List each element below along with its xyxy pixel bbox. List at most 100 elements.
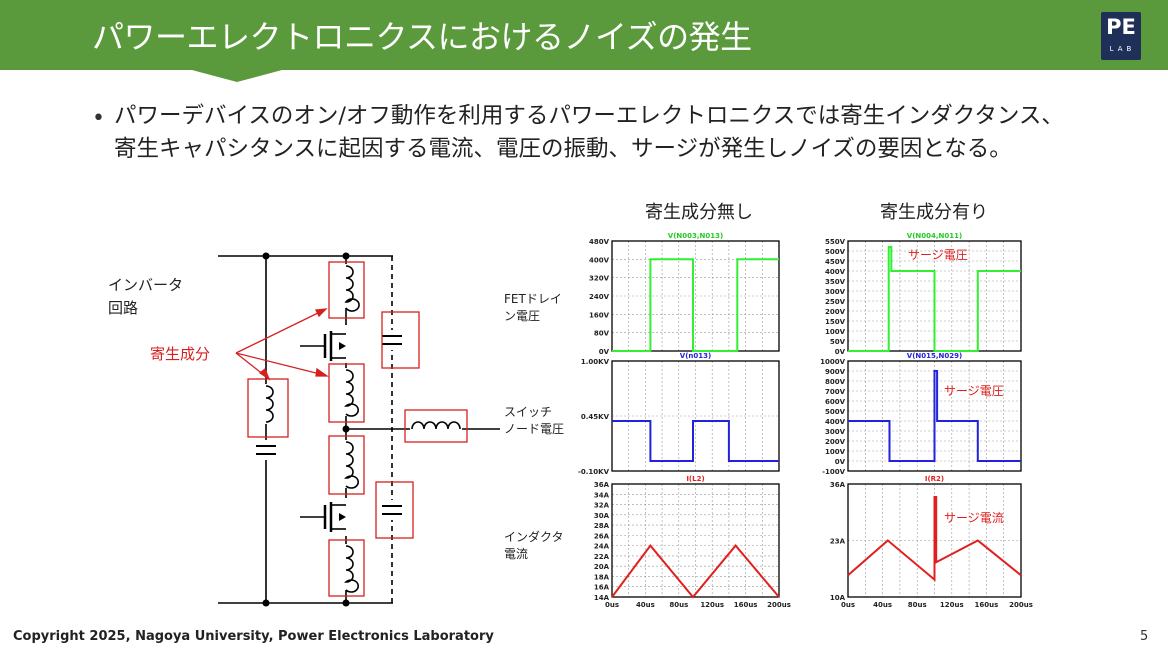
row-label-sw-1: スイッチ [504, 405, 552, 419]
y-tick-label: 100V [825, 328, 846, 336]
y-tick-label: 800V [825, 378, 846, 386]
y-tick-label: 0.45KV [581, 413, 610, 421]
bullet-marker: • [92, 106, 105, 131]
y-tick-label: 24A [594, 543, 610, 551]
y-tick-label: 200V [825, 438, 846, 446]
y-tick-label: 10A [830, 594, 846, 602]
parasitic-label: 寄生成分 [150, 345, 210, 363]
x-tick-label: 40us [873, 601, 892, 609]
y-tick-label: 1000V [820, 358, 845, 366]
y-tick-label: 30A [594, 512, 610, 520]
y-tick-label: -0.10KV [578, 468, 610, 476]
x-tick-label: 200us [1009, 601, 1033, 609]
x-tick-label: 80us [669, 601, 688, 609]
chart-frame [611, 360, 780, 472]
chart-frame [611, 483, 780, 598]
y-tick-label: 700V [825, 388, 846, 396]
pe-lab-logo: PE LAB [1101, 12, 1141, 60]
chart-title: V(N004,N011) [907, 232, 962, 240]
y-tick-label: 26A [594, 532, 610, 540]
y-tick-label: 500V [825, 408, 846, 416]
y-tick-label: 16A [594, 584, 610, 592]
y-tick-label: 28A [594, 522, 610, 530]
logo-main-text: PE [1106, 15, 1136, 39]
y-tick-label: 22A [594, 553, 610, 561]
chart-title: V(n013) [680, 352, 711, 360]
y-tick-label: 14A [594, 594, 610, 602]
x-tick-label: 40us [636, 601, 655, 609]
row-label-fet-1: FETドレイ [504, 292, 562, 306]
y-tick-label: 250V [825, 298, 846, 306]
x-tick-label: 80us [908, 601, 927, 609]
y-tick-label: 600V [825, 398, 846, 406]
y-tick-label: 480V [589, 238, 610, 246]
y-tick-label: 0V [835, 348, 846, 356]
inverter-label-line2: 回路 [108, 299, 138, 317]
series-line [848, 246, 1021, 352]
y-tick-label: 320V [589, 275, 610, 283]
chart-title: V(N003,N013) [668, 232, 723, 240]
series-line [848, 370, 1021, 462]
x-tick-label: 160us [975, 601, 999, 609]
row-label-ind-1: インダクタ [504, 529, 564, 544]
series-line [611, 543, 780, 599]
x-tick-label: 120us [940, 601, 964, 609]
bullet-text: パワーデバイスのオン/オフ動作を利用するパワーエレクトロニクスでは寄生インダクタ… [114, 103, 1064, 162]
chart-title: V(N015,N029) [907, 352, 962, 360]
y-tick-label: 160V [589, 311, 610, 319]
title-bar-notch [192, 70, 282, 82]
y-tick-label: 400V [589, 256, 610, 264]
y-tick-label: 400V [825, 418, 846, 426]
x-tick-label: 0us [841, 601, 855, 609]
y-tick-label: 500V [825, 248, 846, 256]
y-tick-label: 36A [594, 481, 610, 489]
y-tick-label: 32A [594, 502, 610, 510]
title-bar: パワーエレクトロニクスにおけるノイズの発生 PE LAB [0, 0, 1168, 70]
column-heading-with: 寄生成分有り [880, 202, 988, 223]
y-tick-label: 150V [825, 318, 846, 326]
chart-title: I(R2) [925, 475, 944, 483]
row-label-fet-2: ン電圧 [504, 309, 540, 323]
row-label-ind-2: 電流 [504, 547, 528, 561]
y-tick-label: 400V [825, 268, 846, 276]
logo-sub-text: LAB [1109, 45, 1136, 53]
x-tick-label: 120us [700, 601, 724, 609]
series-line [612, 258, 779, 352]
y-tick-label: 100V [825, 448, 846, 456]
chart-annotation: サージ電圧 [944, 384, 1004, 398]
y-tick-label: 350V [825, 278, 846, 286]
y-tick-label: 20A [594, 563, 610, 571]
series-line [847, 496, 1022, 582]
inverter-circuit-diagram: インバータ 回路 寄生成分 [108, 252, 500, 607]
y-tick-label: 23A [830, 538, 846, 546]
chart-title: I(L2) [686, 475, 704, 483]
x-tick-label: 200us [767, 601, 791, 609]
y-tick-label: 34A [594, 491, 610, 499]
copyright-footer: Copyright 2025, Nagoya University, Power… [13, 629, 494, 644]
chart-frame [847, 360, 1022, 472]
page-number: 5 [1140, 629, 1149, 644]
y-tick-label: 36A [830, 481, 846, 489]
inverter-label-line1: インバータ [108, 276, 183, 294]
slide-title: パワーエレクトロニクスにおけるノイズの発生 [92, 18, 752, 56]
y-tick-label: 450V [825, 258, 846, 266]
y-tick-label: 0V [835, 458, 846, 466]
y-tick-label: 1.00KV [581, 358, 610, 366]
chart-frame [847, 483, 1022, 598]
y-tick-label: 300V [825, 428, 846, 436]
y-tick-label: 240V [589, 293, 610, 301]
y-tick-label: 0V [599, 348, 610, 356]
chart-annotation: サージ電圧 [908, 248, 968, 262]
y-tick-label: 300V [825, 288, 846, 296]
y-tick-label: 550V [825, 238, 846, 246]
row-label-sw-2: ノード電圧 [504, 422, 564, 436]
chart-annotation: サージ電流 [944, 511, 1004, 525]
y-tick-label: 50V [830, 338, 846, 346]
column-heading-without: 寄生成分無し [645, 202, 753, 223]
series-line [612, 420, 779, 462]
y-tick-label: 18A [594, 573, 610, 581]
x-tick-label: 160us [734, 601, 758, 609]
y-tick-label: 200V [825, 308, 846, 316]
x-tick-label: 0us [605, 601, 619, 609]
